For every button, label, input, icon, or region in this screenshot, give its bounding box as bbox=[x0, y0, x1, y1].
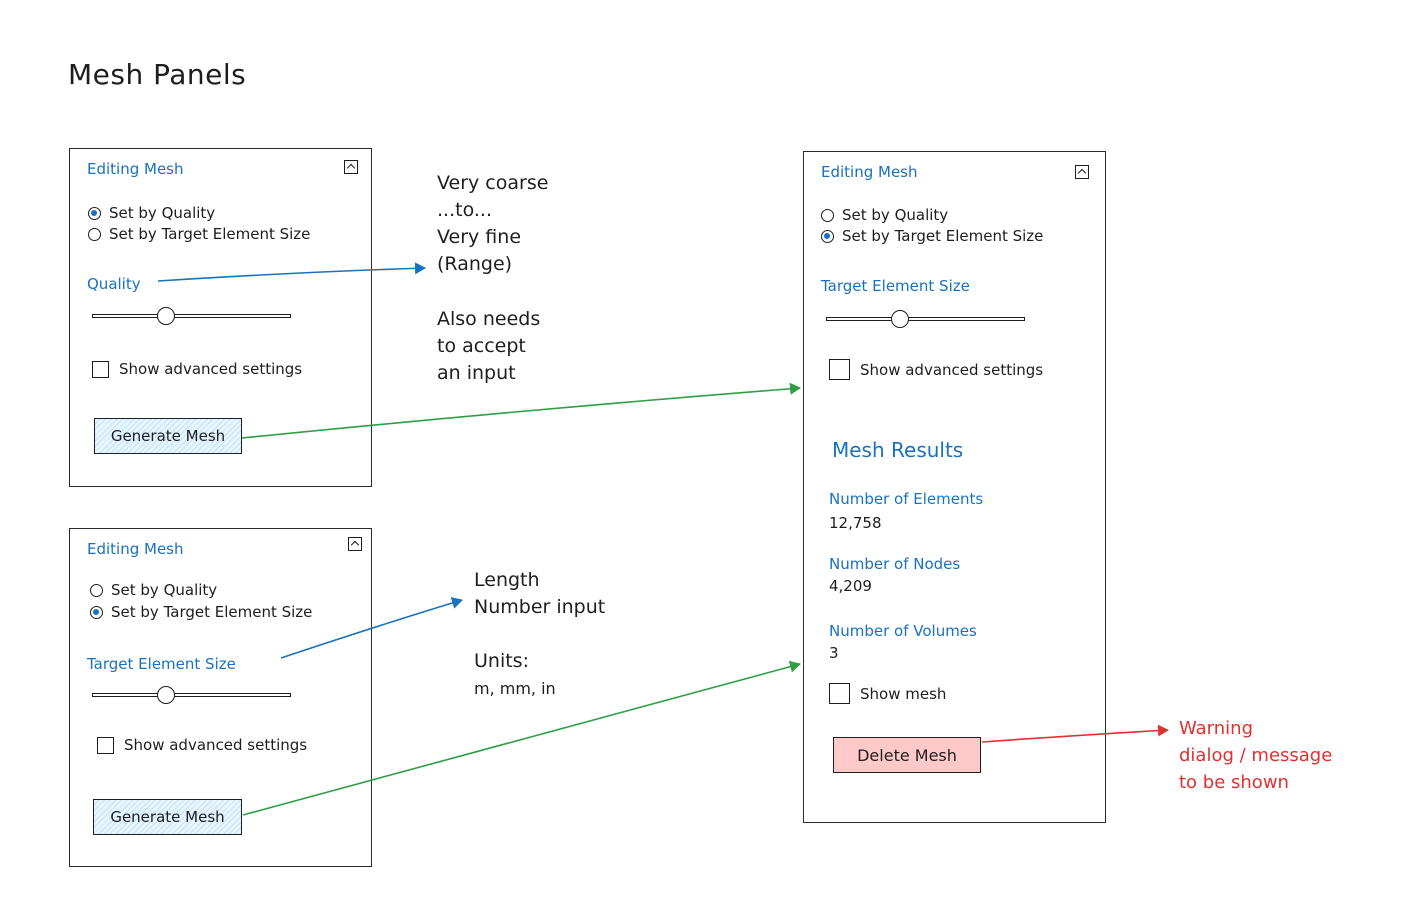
panel-title: Editing Mesh bbox=[87, 540, 184, 558]
radio-set-by-quality[interactable]: Set by Quality bbox=[821, 206, 948, 224]
mesh-panel-results: Editing Mesh Set by Quality Set by Targe… bbox=[803, 151, 1106, 823]
note-line: Length bbox=[474, 569, 540, 591]
generate-mesh-button[interactable]: Generate Mesh bbox=[94, 418, 242, 454]
number-of-volumes-label: Number of Volumes bbox=[829, 622, 977, 640]
number-of-elements-value: 12,758 bbox=[829, 514, 882, 532]
note-line: an input bbox=[437, 362, 516, 384]
delete-mesh-button[interactable]: Delete Mesh bbox=[833, 737, 981, 773]
arrow-quality-to-range bbox=[157, 262, 426, 282]
arrow-generate-to-results-2 bbox=[242, 660, 801, 816]
radio-label: Set by Quality bbox=[842, 206, 949, 224]
arrow-delete-to-warning bbox=[981, 724, 1169, 743]
radio-set-by-quality[interactable]: Set by Quality bbox=[90, 581, 217, 599]
quality-range-note: Very coarse ...to... Very fine (Range) bbox=[437, 170, 548, 278]
slider-track bbox=[826, 317, 1025, 321]
quality-label: Quality bbox=[87, 275, 141, 293]
target-size-slider[interactable] bbox=[826, 310, 1025, 328]
mesh-panel-quality: Editing Mesh Set by Quality Set by Targe… bbox=[69, 148, 372, 487]
checkbox-box bbox=[829, 359, 850, 380]
checkbox-box bbox=[97, 736, 114, 754]
target-element-size-label: Target Element Size bbox=[821, 277, 970, 295]
arrow-target-size-to-length bbox=[280, 597, 463, 659]
target-element-size-label: Target Element Size bbox=[87, 655, 236, 673]
arrow-generate-to-results-1 bbox=[241, 382, 801, 439]
radio-selected-icon bbox=[90, 605, 103, 619]
units-list-note: m, mm, in bbox=[474, 679, 556, 698]
slider-thumb[interactable] bbox=[890, 310, 909, 328]
page-title: Mesh Panels bbox=[68, 58, 247, 91]
panel-title: Editing Mesh bbox=[87, 160, 184, 178]
radio-set-by-quality[interactable]: Set by Quality bbox=[88, 204, 215, 222]
radio-set-by-target-size[interactable]: Set by Target Element Size bbox=[821, 227, 1043, 245]
show-advanced-settings-checkbox[interactable]: Show advanced settings bbox=[829, 359, 1043, 380]
warning-line: dialog / message bbox=[1179, 745, 1333, 766]
warning-line: Warning bbox=[1179, 718, 1254, 739]
radio-label: Set by Quality bbox=[111, 581, 218, 599]
collapse-icon[interactable] bbox=[344, 160, 358, 174]
mesh-results-title: Mesh Results bbox=[832, 438, 964, 462]
number-of-elements-label: Number of Elements bbox=[829, 490, 984, 508]
number-of-volumes-value: 3 bbox=[829, 644, 839, 662]
slider-thumb[interactable] bbox=[156, 307, 175, 325]
radio-selected-icon bbox=[88, 206, 101, 220]
radio-label: Set by Quality bbox=[109, 204, 216, 222]
number-of-nodes-label: Number of Nodes bbox=[829, 555, 961, 573]
note-line: Also needs bbox=[437, 308, 541, 330]
target-size-slider[interactable] bbox=[92, 686, 291, 704]
note-line: Number input bbox=[474, 596, 606, 618]
mesh-panel-target-size: Editing Mesh Set by Quality Set by Targe… bbox=[69, 528, 372, 867]
radio-set-by-target-size[interactable]: Set by Target Element Size bbox=[88, 225, 310, 243]
length-input-note: Length Number input bbox=[474, 567, 605, 621]
units-title-note: Units: bbox=[474, 650, 529, 672]
note-line: to accept bbox=[437, 335, 526, 357]
checkbox-box bbox=[92, 360, 109, 378]
radio-unselected-icon bbox=[821, 208, 834, 222]
slider-track bbox=[92, 314, 291, 318]
radio-set-by-target-size[interactable]: Set by Target Element Size bbox=[90, 603, 312, 621]
warning-line: to be shown bbox=[1179, 772, 1289, 793]
note-line: ...to... bbox=[437, 199, 492, 221]
checkbox-label: Show advanced settings bbox=[124, 736, 308, 754]
show-mesh-checkbox[interactable]: Show mesh bbox=[829, 683, 946, 704]
number-of-nodes-value: 4,209 bbox=[829, 577, 872, 595]
quality-input-note: Also needs to accept an input bbox=[437, 306, 540, 387]
slider-track bbox=[92, 693, 291, 697]
slider-thumb[interactable] bbox=[156, 686, 175, 704]
radio-unselected-icon bbox=[88, 227, 101, 241]
radio-selected-icon bbox=[821, 229, 834, 243]
show-advanced-settings-checkbox[interactable]: Show advanced settings bbox=[97, 736, 307, 754]
checkbox-box bbox=[829, 683, 850, 704]
checkbox-label: Show advanced settings bbox=[119, 360, 303, 378]
note-line: (Range) bbox=[437, 253, 513, 275]
warning-note: Warning dialog / message to be shown bbox=[1179, 715, 1332, 796]
collapse-icon[interactable] bbox=[348, 537, 362, 551]
show-advanced-settings-checkbox[interactable]: Show advanced settings bbox=[92, 360, 302, 378]
checkbox-label: Show mesh bbox=[860, 684, 947, 703]
note-line: Very coarse bbox=[437, 172, 549, 194]
collapse-icon[interactable] bbox=[1075, 165, 1089, 179]
checkbox-label: Show advanced settings bbox=[860, 360, 1044, 379]
radio-label: Set by Target Element Size bbox=[842, 227, 1044, 245]
note-line: Very fine bbox=[437, 226, 522, 248]
panel-title: Editing Mesh bbox=[821, 163, 918, 181]
quality-slider[interactable] bbox=[92, 307, 291, 325]
radio-unselected-icon bbox=[90, 583, 103, 597]
generate-mesh-button[interactable]: Generate Mesh bbox=[93, 799, 242, 835]
radio-label: Set by Target Element Size bbox=[111, 603, 313, 621]
radio-label: Set by Target Element Size bbox=[109, 225, 311, 243]
